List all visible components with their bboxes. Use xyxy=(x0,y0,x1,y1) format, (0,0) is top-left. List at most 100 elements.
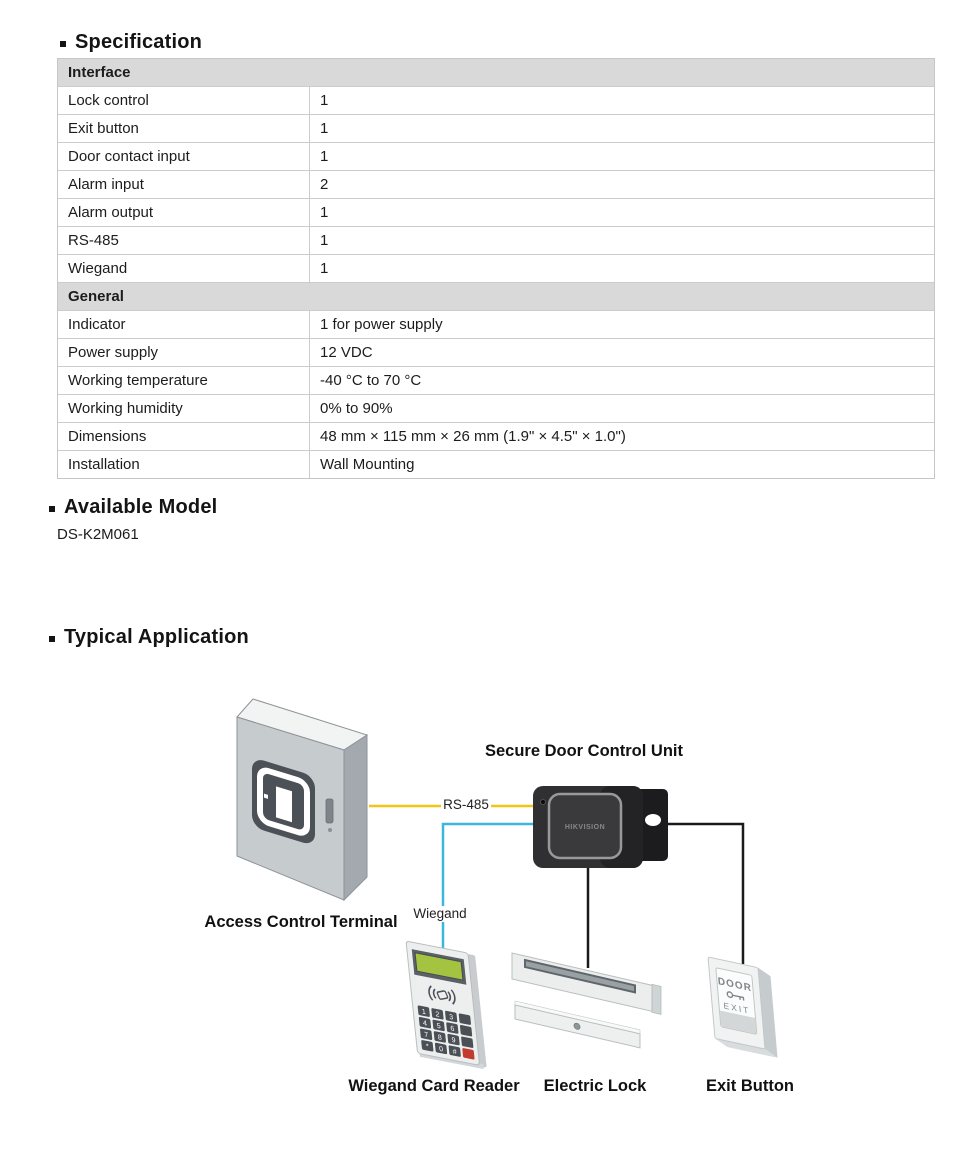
armature-screw xyxy=(573,1022,581,1030)
table-row: Power supply 12 VDC xyxy=(58,339,934,367)
access-control-terminal-label: Access Control Terminal xyxy=(204,913,398,931)
spec-name-cell: Door contact input xyxy=(58,143,310,170)
armature-plate xyxy=(514,1000,641,1049)
keypad-key xyxy=(433,1031,446,1043)
rs485-label: RS-485 xyxy=(441,797,491,813)
square-bullet-icon xyxy=(49,635,55,642)
exit-button-wire xyxy=(664,822,745,964)
wiegand-card-reader-label: Wiegand Card Reader xyxy=(348,1077,520,1095)
exit-plate-bottom-face xyxy=(714,1038,778,1058)
unit-led xyxy=(540,799,546,805)
spec-value-cell: 1 xyxy=(320,204,329,221)
spec-name-cell: Wiegand xyxy=(58,255,310,282)
spec-value-cell: 2 xyxy=(320,176,329,193)
keypad-key-label: 1 xyxy=(421,1008,426,1017)
maglock-end-face xyxy=(651,983,662,1015)
door-logo-ring xyxy=(257,767,310,836)
keypad-key xyxy=(434,1042,448,1055)
maglock-bar xyxy=(511,952,662,1015)
exit-plate-side-face xyxy=(758,967,778,1058)
spec-name-cell: Power supply xyxy=(58,339,310,366)
keypad-key xyxy=(446,1022,459,1034)
spec-name-cell: Exit button xyxy=(58,115,310,142)
exit-button-shade xyxy=(719,1010,757,1034)
keypad-key xyxy=(417,1005,430,1017)
access-control-terminal-illustration xyxy=(236,698,369,902)
wiegand-label: Wiegand xyxy=(409,906,471,922)
available-model-title: Available Model xyxy=(64,496,218,518)
available-model-heading: Available Model xyxy=(49,496,217,519)
table-row: Working humidity 0% to 90% xyxy=(58,395,934,423)
spec-value-cell: 1 xyxy=(320,148,329,165)
spec-name-cell: Dimensions xyxy=(58,423,310,450)
electric-lock-illustration xyxy=(511,952,662,1049)
keypad-key-label: 5 xyxy=(436,1022,441,1031)
cabinet-side-face xyxy=(343,734,368,902)
keypad-key-label: 8 xyxy=(438,1033,443,1042)
spec-name-cell: Lock control xyxy=(58,87,310,114)
keypad-key-label: 7 xyxy=(424,1031,429,1040)
keypad-key xyxy=(461,1036,474,1048)
keypad-key-label: 4 xyxy=(423,1019,428,1028)
secure-door-control-unit-label: Secure Door Control Unit xyxy=(484,742,683,760)
door-logo xyxy=(252,760,315,844)
unit-front-panel xyxy=(547,792,623,860)
model-number: DS-K2M061 xyxy=(57,526,139,543)
typical-application-title: Typical Application xyxy=(64,626,249,648)
spec-name-cell: Alarm input xyxy=(58,171,310,198)
contactless-icon xyxy=(428,985,456,1005)
maglock-strip-inner xyxy=(526,961,634,992)
door-logo-dot xyxy=(264,793,268,799)
keypad-key-label: 6 xyxy=(450,1024,455,1033)
door-control-unit-illustration: HIKVISION xyxy=(533,786,668,868)
table-row: Wiegand 1 xyxy=(58,255,934,283)
keypad-key xyxy=(432,1019,445,1032)
spec-value-cell: 48 mm × 115 mm × 26 mm (1.9" × 4.5" × 1.… xyxy=(320,428,626,445)
keypad-key xyxy=(458,1013,471,1025)
spec-name-cell: Working humidity xyxy=(58,395,310,422)
keypad-key xyxy=(418,1017,432,1029)
reader-lcd xyxy=(414,952,464,981)
square-bullet-icon xyxy=(49,505,55,512)
table-row: Dimensions 48 mm × 115 mm × 26 mm (1.9" ×… xyxy=(58,423,934,451)
spec-name-cell: Working temperature xyxy=(58,367,310,394)
reader-side-face xyxy=(467,954,487,1068)
unit-brand-text: HIKVISION xyxy=(565,824,605,831)
table-row: Working temperature -40 °C to 70 °C xyxy=(58,367,934,395)
keypad-key xyxy=(448,1045,461,1057)
door-logo-door xyxy=(276,786,292,823)
spec-value-cell: 1 xyxy=(320,260,329,277)
keypad-key xyxy=(447,1033,460,1046)
keypad-key-label: 2 xyxy=(435,1010,440,1019)
spec-value-cell: -40 °C to 70 °C xyxy=(320,372,422,389)
table-row: Alarm output 1 xyxy=(58,199,934,227)
typical-application-heading: Typical Application xyxy=(49,626,249,649)
table-row: Door contact input 1 xyxy=(58,143,934,171)
table-section-header: Interface xyxy=(58,59,934,87)
keypad-key-label: 0 xyxy=(439,1045,444,1054)
specification-heading: Specification xyxy=(60,31,202,54)
specification-title: Specification xyxy=(75,31,203,53)
keypad-key-label: 3 xyxy=(449,1013,454,1022)
spec-value-cell: 12 VDC xyxy=(320,344,373,361)
keypad-key xyxy=(420,1028,433,1040)
keypad-key-label: 9 xyxy=(451,1036,456,1045)
keypad-key xyxy=(431,1008,444,1020)
keypad-key-label: * xyxy=(426,1042,430,1051)
spec-name-cell: Alarm output xyxy=(58,199,310,226)
keypad-key xyxy=(445,1010,458,1023)
cabinet-keyhole xyxy=(328,828,332,832)
spec-value-cell: 1 xyxy=(320,232,329,249)
spec-value-cell: 0% to 90% xyxy=(320,400,393,417)
exit-button-label: Exit Button xyxy=(706,1077,794,1095)
table-section-header: General xyxy=(58,283,934,311)
